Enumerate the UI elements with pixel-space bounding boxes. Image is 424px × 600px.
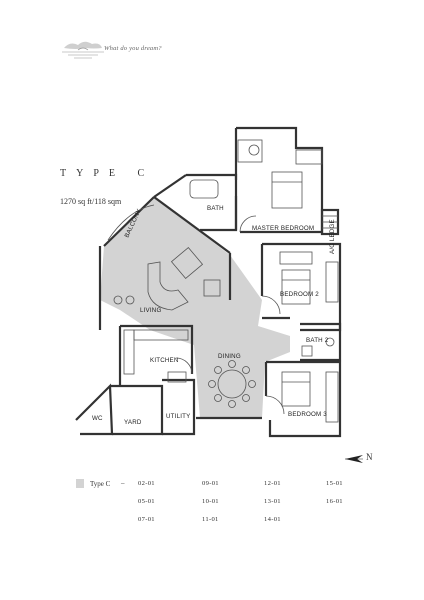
master-bath-sink	[248, 144, 260, 156]
bedroom3-bed	[281, 371, 311, 407]
master-bed	[271, 171, 303, 209]
label-kitchen: KITCHEN	[150, 357, 179, 364]
living-dining-shaded-area	[100, 197, 290, 418]
plan-area: 1270 sq ft/118 sqm	[60, 197, 122, 206]
unit-number: 15-01	[326, 480, 343, 487]
label-bath2: BATH 2	[306, 337, 329, 344]
master-wardrobe	[295, 149, 323, 165]
kitchen-top-counter	[133, 329, 189, 341]
wall-living-left	[103, 196, 155, 247]
north-label: N	[366, 452, 373, 462]
wall-yard	[110, 384, 164, 436]
unit-number: 09-01	[202, 480, 219, 487]
north-arrow-icon	[345, 455, 363, 463]
living-sofa	[147, 261, 189, 311]
unit-number: 10-01	[202, 498, 219, 505]
unit-number: 02-01	[138, 480, 155, 487]
bath2-wc	[325, 337, 335, 347]
wall-utility	[162, 378, 196, 436]
wall-master-outer	[236, 126, 324, 234]
wall-bath2	[300, 322, 342, 362]
door-bedroom3	[265, 395, 285, 415]
living-table	[170, 246, 204, 280]
tagline: What do you dream?	[104, 45, 162, 52]
door-kitchen	[175, 357, 193, 375]
living-stool-1	[113, 295, 123, 305]
wall-bath-diag	[153, 174, 187, 198]
unit-number: 07-01	[138, 516, 155, 523]
balcony-arc	[107, 204, 155, 241]
wall-balcony	[153, 196, 231, 254]
label-wc: WC	[92, 415, 103, 422]
legend-type: Type C	[90, 480, 111, 488]
legend-swatch	[76, 479, 84, 488]
bedroom2-wardrobe	[325, 261, 339, 303]
label-ac-ledge: A/C LEDGE	[329, 219, 336, 254]
wall-kitchen	[120, 324, 194, 374]
label-bedroom2: BEDROOM 2	[280, 291, 319, 298]
door-master	[239, 215, 257, 233]
bedroom2-bed	[281, 269, 311, 305]
unit-number: 12-01	[264, 480, 281, 487]
wall-bath	[186, 173, 238, 232]
unit-number: 05-01	[138, 498, 155, 505]
bedroom2-bay	[279, 251, 313, 265]
fridge	[167, 371, 187, 383]
label-bath: BATH	[207, 205, 224, 212]
unit-number: 11-01	[202, 516, 219, 523]
living-armchair	[203, 279, 221, 297]
label-yard: YARD	[124, 419, 142, 426]
label-utility: UTILITY	[166, 413, 190, 420]
door-bedroom2	[261, 295, 281, 315]
wall-bedroom3	[266, 360, 342, 438]
cloud-lake-sketch-icon	[62, 41, 104, 59]
living-stool-2	[125, 295, 135, 305]
label-bedroom3: BEDROOM 3	[288, 411, 327, 418]
label-dining: DINING	[218, 353, 241, 360]
label-living: LIVING	[140, 307, 162, 314]
bath2-basin	[301, 345, 313, 357]
unit-number: 13-01	[264, 498, 281, 505]
wall-wc	[75, 383, 114, 436]
unit-number: 14-01	[264, 516, 281, 523]
unit-number: 16-01	[326, 498, 343, 505]
master-bay-window	[237, 139, 263, 163]
bathtub	[189, 179, 219, 199]
kitchen-counter	[123, 329, 135, 375]
dining-table	[217, 369, 247, 399]
legend-dash: –	[121, 479, 125, 487]
bedroom3-wardrobe	[325, 371, 339, 423]
plan-type-title: TYPE C	[60, 168, 155, 179]
wall-bedroom2	[262, 242, 342, 332]
label-master-bedroom: MASTER BEDROOM	[252, 225, 314, 232]
